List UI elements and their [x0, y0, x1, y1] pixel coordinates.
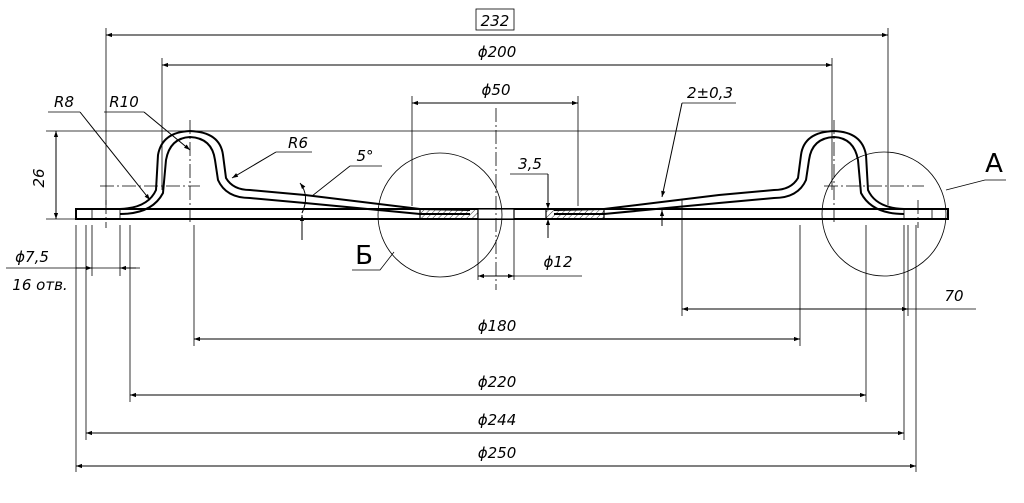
- d70-label: 70: [944, 287, 963, 305]
- r6-label: R6: [288, 134, 308, 152]
- d50-label: ϕ50: [482, 81, 511, 99]
- r8-label: R8: [54, 93, 74, 111]
- d180-label: ϕ180: [478, 317, 517, 335]
- t35-label: 3,5: [518, 155, 542, 173]
- hole-count-label: 16 отв.: [12, 276, 67, 294]
- r10-label: R10: [109, 93, 139, 111]
- part-profile: [75, 129, 949, 220]
- d232-label: 232: [481, 12, 510, 30]
- angle-label: 5°: [356, 147, 373, 165]
- hole-diameter-label: ϕ7,5: [15, 248, 49, 266]
- d250-label: ϕ250: [478, 444, 517, 462]
- dimension-labels: 232 ϕ200 ϕ50 2±0,3 R8 R10 R6 5° 26 3,5 ϕ…: [12, 8, 1003, 462]
- detail-a-circle: [821, 151, 947, 277]
- d200-label: ϕ200: [478, 43, 517, 61]
- dimension-lines: [6, 32, 976, 469]
- d244-label: ϕ244: [478, 411, 517, 429]
- d232-frame: [475, 8, 515, 31]
- d220-label: ϕ220: [478, 373, 517, 391]
- centerlines: [100, 108, 924, 290]
- h26-label: 26: [30, 168, 48, 187]
- view-b-label: Б: [355, 241, 373, 271]
- detail-b-circle: [377, 152, 503, 278]
- tolerance-label: 2±0,3: [687, 84, 733, 102]
- view-a-label: А: [985, 149, 1003, 179]
- extension-lines: [46, 28, 917, 472]
- d12-label: ϕ12: [544, 253, 573, 271]
